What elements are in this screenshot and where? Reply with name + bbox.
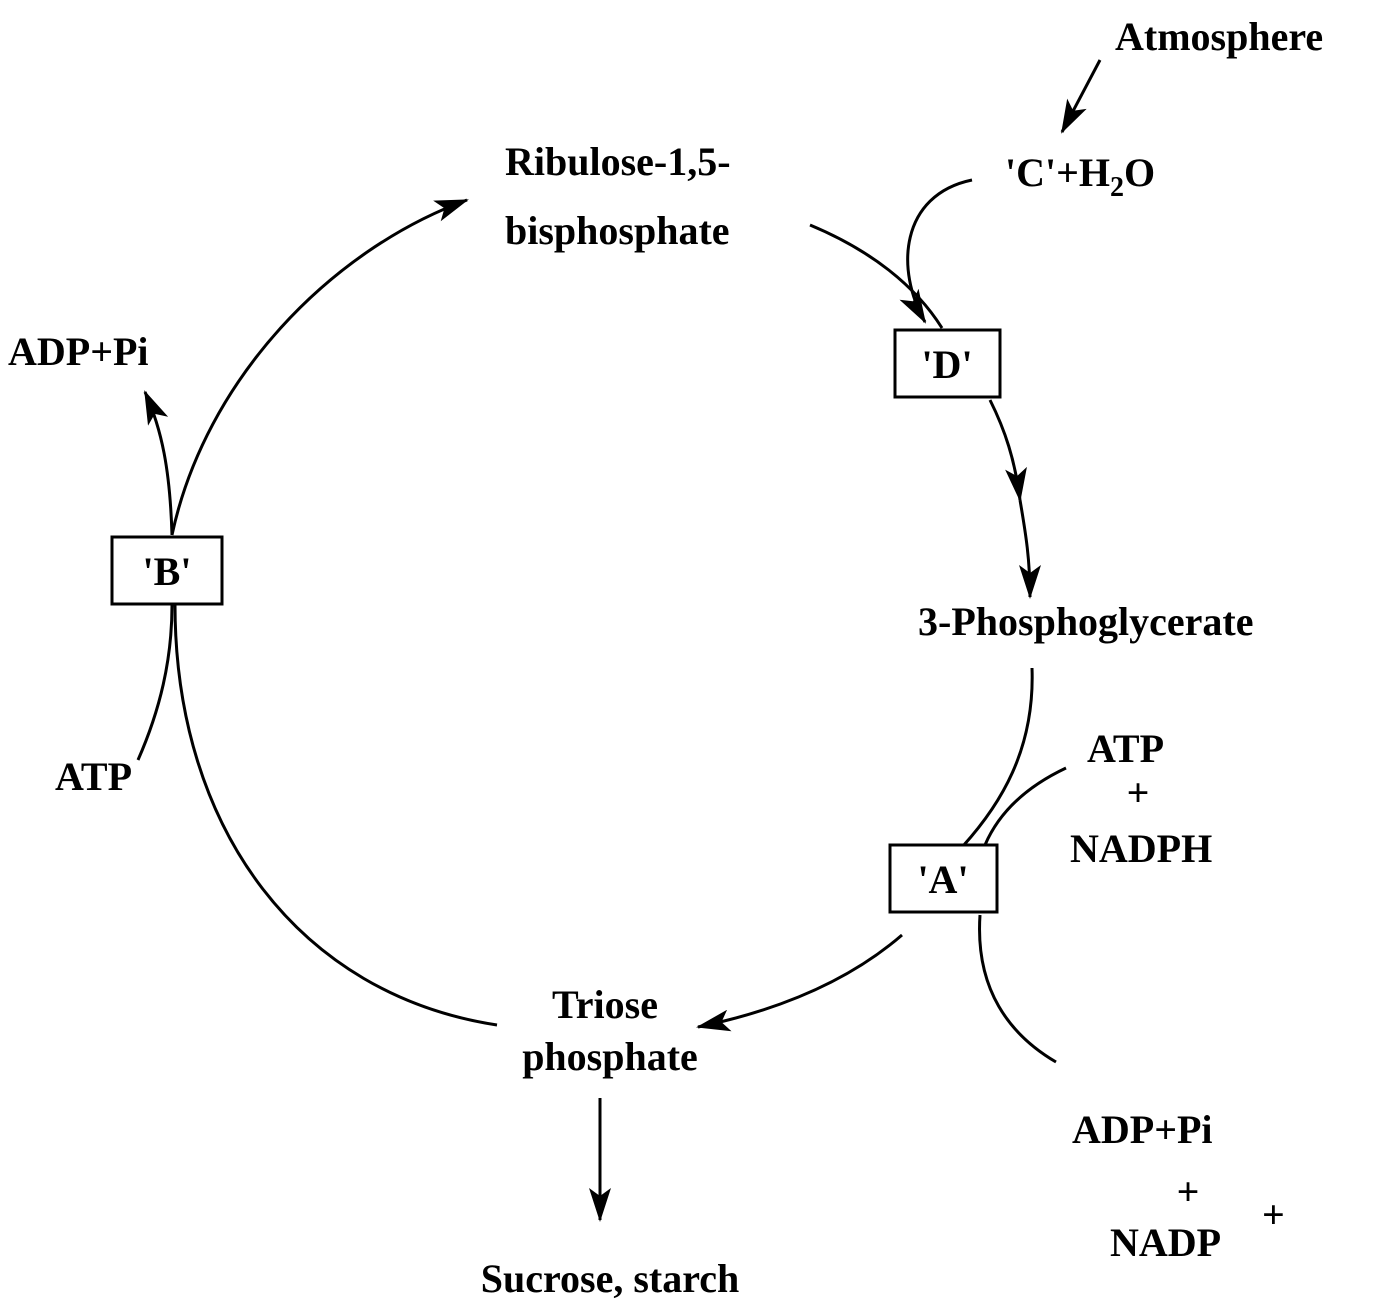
atmosphere-label: Atmosphere <box>1115 14 1323 59</box>
plus-right-bottom: + <box>1177 1169 1200 1214</box>
atmosphere-arrow <box>1060 59 1102 134</box>
adp-pi-right-label: ADP+Pi <box>1072 1107 1213 1152</box>
triose-label-line2: phosphate <box>522 1034 698 1079</box>
plus-right-top: + <box>1127 770 1150 815</box>
a-to-adp-nadp-curve <box>978 914 1057 1064</box>
atp-left-label: ATP <box>55 754 132 799</box>
pga-label: 3-Phosphoglycerate <box>918 599 1254 644</box>
b-to-rubp-arrow <box>170 198 469 536</box>
box-a <box>888 843 999 914</box>
adp-pi-left-label: ADP+Pi <box>8 329 149 374</box>
b-to-adp-pi-arrow <box>143 390 174 536</box>
sucrose-starch-label: Sucrose, starch <box>481 1256 740 1301</box>
a-to-triose-arrow <box>696 933 903 1032</box>
nadp-label: NADP <box>1110 1220 1221 1265</box>
atp-to-b-curve <box>136 604 174 761</box>
pga-to-a-curve <box>961 667 1034 848</box>
triose-to-b-curve <box>173 604 498 1027</box>
atp-nadph-to-a-curve <box>983 766 1067 846</box>
box-d-label: 'D' <box>921 342 972 387</box>
d-to-pga-arrow-mid <box>988 399 1027 502</box>
box-b-label: 'B' <box>143 549 192 594</box>
rubp-to-d-curve <box>809 223 944 329</box>
nadp-superscript: + <box>1262 1192 1285 1237</box>
box-d <box>893 328 1002 399</box>
rubp-label-line2: bisphosphate <box>505 208 730 253</box>
d-to-pga-arrow <box>1018 499 1041 599</box>
rubp-label-line1: Ribulose-1,5- <box>505 139 731 184</box>
atp-right-label: ATP <box>1087 726 1164 771</box>
c-water-label: 'C'+H2O <box>1005 150 1155 203</box>
c-to-d-arrow <box>899 178 973 324</box>
box-b <box>110 535 224 606</box>
nadph-label: NADPH <box>1070 826 1212 871</box>
box-a-label: 'A' <box>917 857 968 902</box>
triose-label-line1: Triose <box>552 982 658 1027</box>
